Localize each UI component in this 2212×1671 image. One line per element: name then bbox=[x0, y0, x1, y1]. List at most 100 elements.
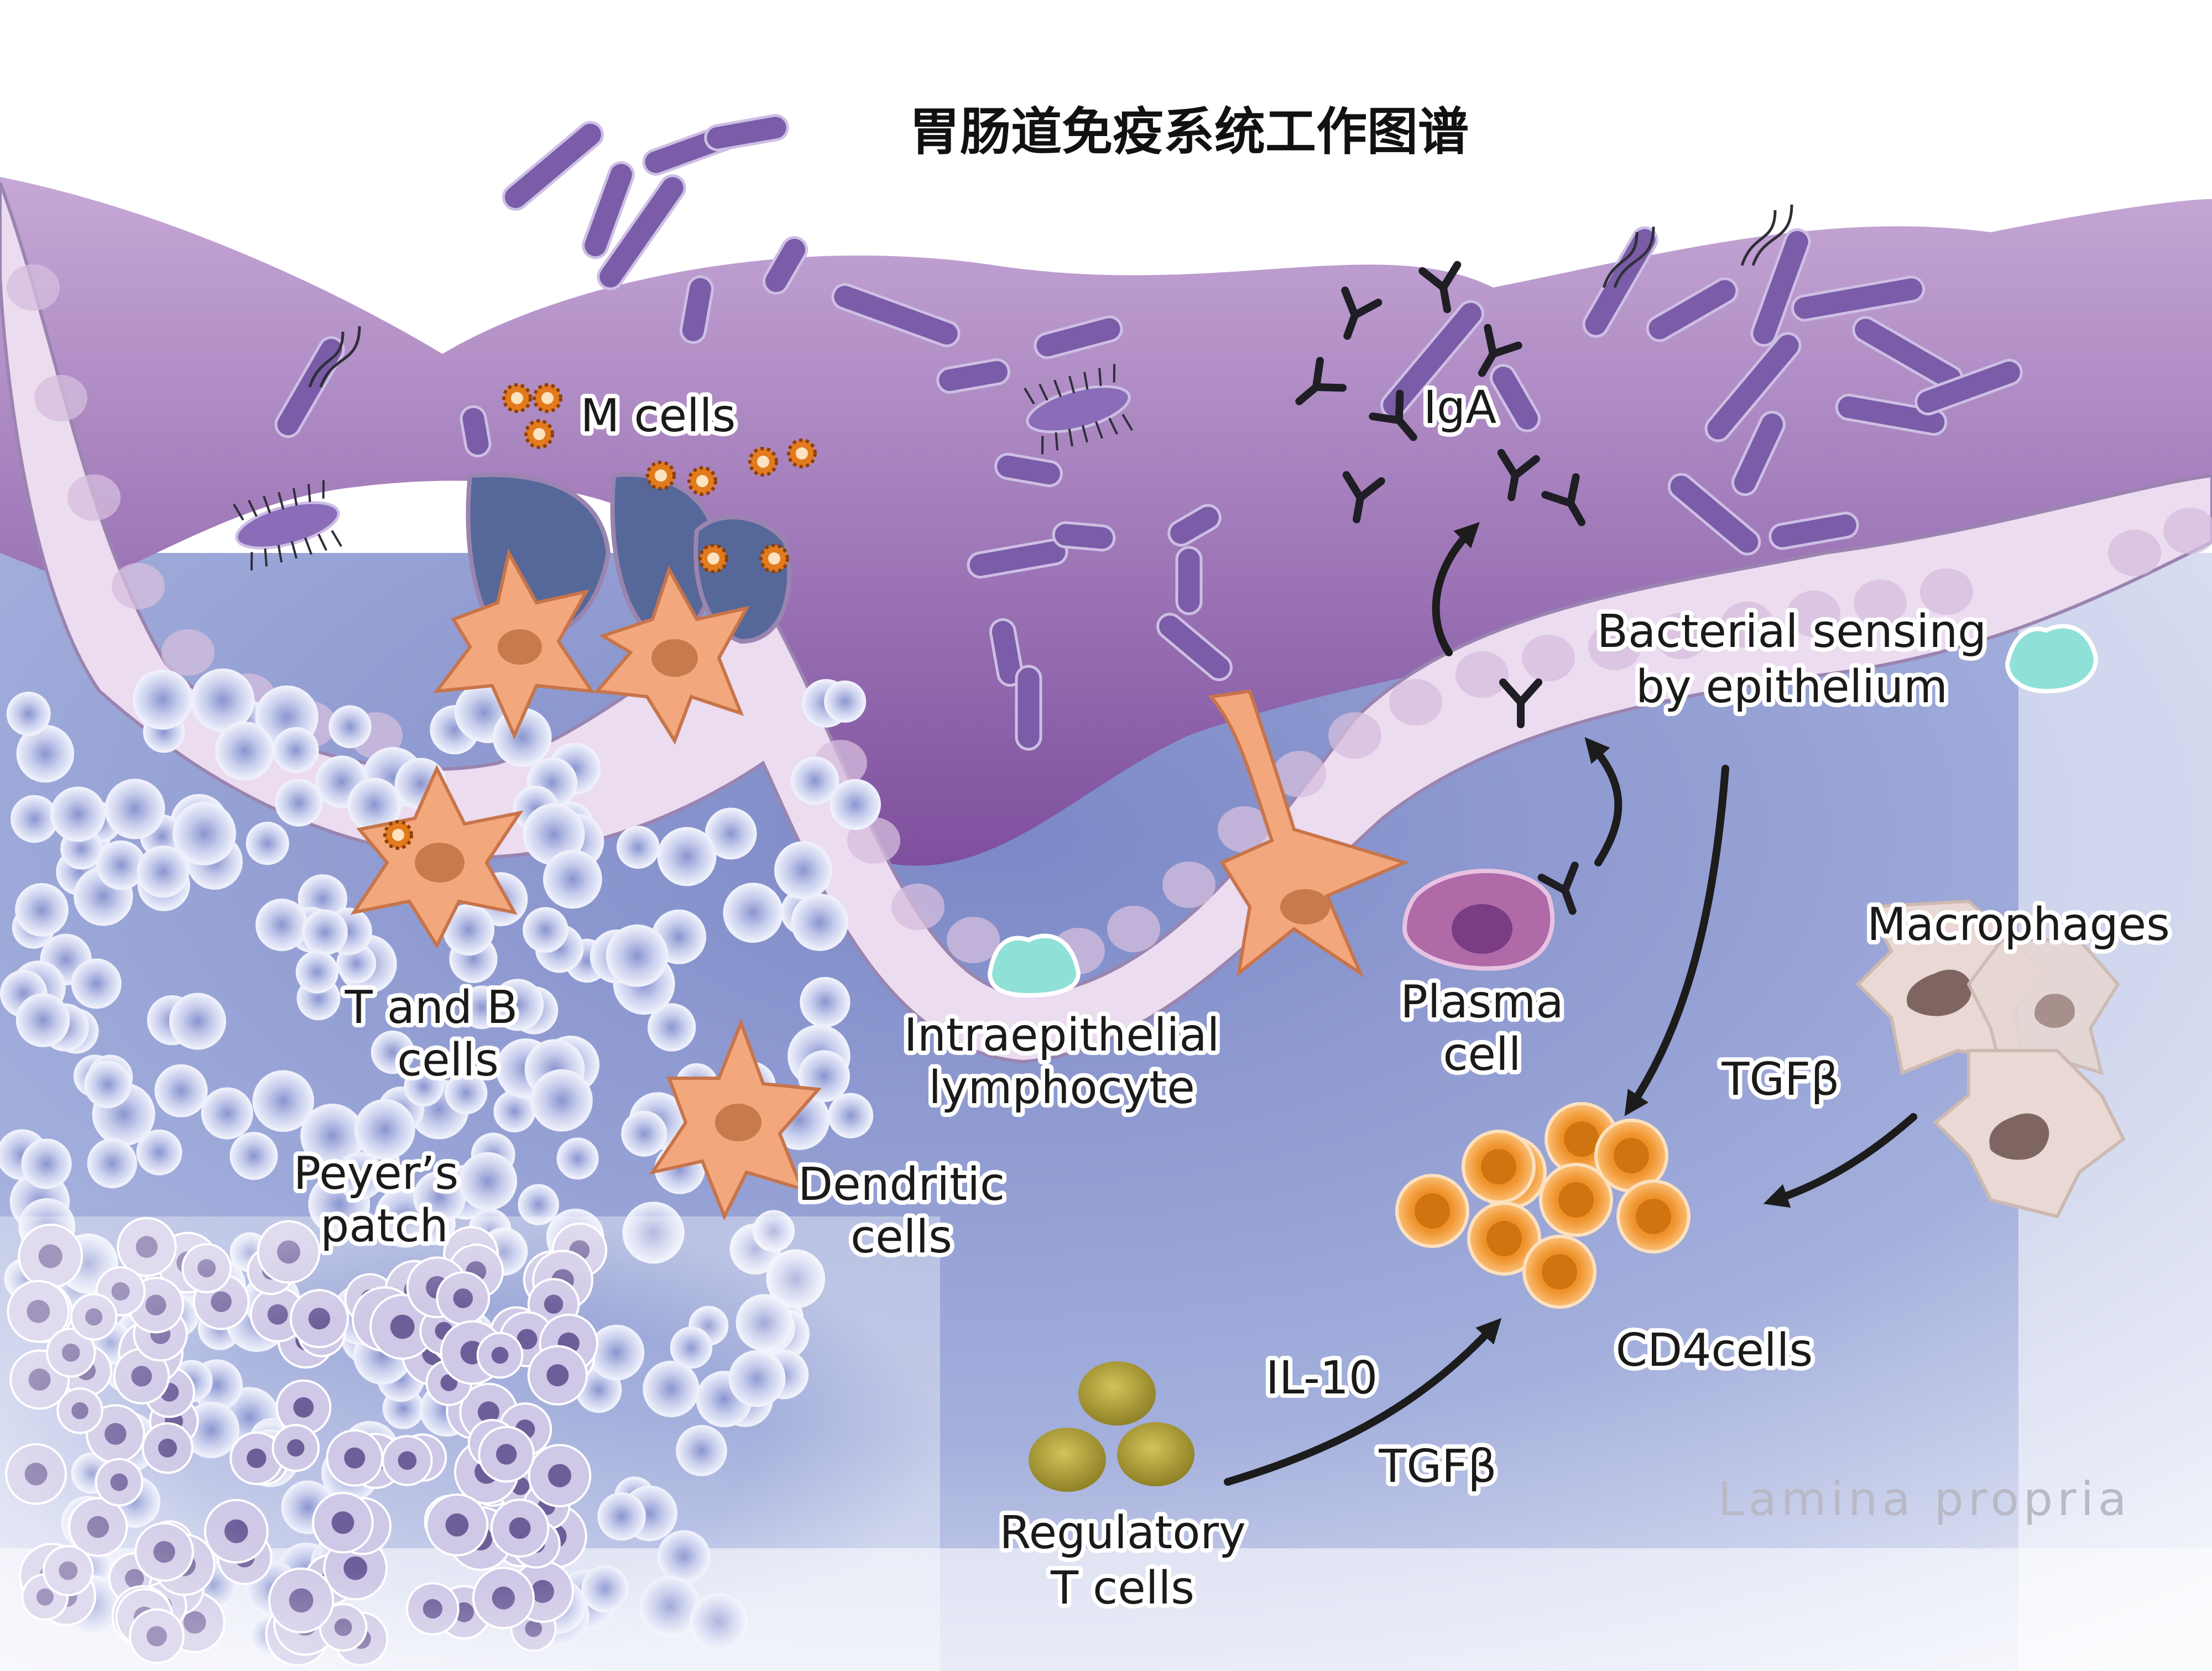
epithelial-nucleus bbox=[1107, 906, 1160, 952]
epithelial-nucleus bbox=[1273, 751, 1326, 797]
label-plasma-cell: Plasma bbox=[1400, 976, 1563, 1028]
iga-antibody-arms bbox=[1537, 861, 1579, 915]
label-tgfb-regulatory: TGFβ bbox=[1378, 1440, 1496, 1493]
lymphocyte bbox=[136, 1129, 182, 1176]
bacterium bbox=[1914, 358, 2023, 416]
spiky-bacterium-pili bbox=[1039, 383, 1048, 401]
spiky-bacterium-pili bbox=[293, 488, 298, 506]
lymphocyte bbox=[657, 827, 717, 886]
bacterium-body bbox=[1791, 275, 1926, 322]
bacterium bbox=[994, 452, 1063, 488]
lymphocyte bbox=[252, 1070, 315, 1132]
lymphocyte bbox=[523, 907, 568, 953]
epithelial-nucleus bbox=[112, 563, 165, 609]
arrow-sensing-to-cd4 bbox=[1624, 765, 1729, 1116]
spiky-bacterium-pili bbox=[1113, 364, 1116, 383]
bacterium-body bbox=[1175, 546, 1203, 615]
cd4-cell-nucleus bbox=[1481, 1149, 1516, 1184]
bacterium bbox=[597, 174, 686, 290]
label-peyers-patch: patch bbox=[320, 1200, 448, 1252]
lymphocyte bbox=[828, 1093, 874, 1139]
epithelial-nucleus bbox=[1854, 579, 1907, 626]
lymphocyte bbox=[295, 951, 339, 994]
spiky-bacterium bbox=[1024, 364, 1133, 455]
antigen-core bbox=[511, 392, 523, 404]
lymphocyte bbox=[21, 1139, 72, 1189]
bacterium bbox=[1704, 332, 1802, 442]
antigen-core bbox=[655, 469, 667, 482]
label-bacterial-sensing: by epithelium bbox=[1636, 661, 1948, 713]
label-lamina-propria: Lamina propria bbox=[1718, 1472, 2131, 1526]
bacterium-flagella bbox=[1602, 226, 1655, 288]
label-macrophages: Macrophages bbox=[1867, 899, 2170, 951]
lymphocyte bbox=[191, 668, 255, 732]
bacterium bbox=[1731, 410, 1786, 497]
label-dendritic-cells: cells bbox=[851, 1211, 952, 1263]
regulatory-t-cells bbox=[1029, 1361, 1194, 1492]
lymphocyte bbox=[328, 705, 372, 749]
epithelial-nucleus bbox=[1455, 651, 1509, 698]
bacterium-body bbox=[1768, 511, 1859, 550]
spiky-bacterium-pili bbox=[248, 499, 258, 517]
epithelial-nucleus bbox=[891, 884, 945, 930]
epithelial-nucleus bbox=[7, 264, 60, 311]
bacterium bbox=[989, 618, 1024, 687]
bacterium-body bbox=[763, 236, 808, 295]
bacterium-body bbox=[1034, 315, 1123, 359]
lymphocyte bbox=[791, 894, 848, 951]
epithelial-nucleus bbox=[1328, 712, 1381, 759]
spiky-bacterium-pili bbox=[1108, 417, 1118, 435]
bacterium bbox=[1015, 665, 1042, 751]
intraepithelial-lymphocyte-cell bbox=[987, 933, 1081, 998]
bacterium bbox=[1750, 228, 1811, 347]
lymphocyte bbox=[491, 979, 544, 1031]
epithelial-nucleus bbox=[1522, 635, 1575, 681]
bacterium-body bbox=[1015, 665, 1042, 751]
label-regulatory-t-cells: Regulatory bbox=[999, 1507, 1245, 1559]
label-t-and-b-cells: cells bbox=[397, 1034, 499, 1087]
bacterium-flagella bbox=[1740, 204, 1793, 266]
bacterium-body bbox=[989, 618, 1024, 687]
lymphocyte bbox=[173, 802, 236, 865]
bacterium bbox=[936, 358, 1010, 394]
lymphocyte bbox=[246, 822, 289, 865]
iga-antibody-arms bbox=[1369, 389, 1417, 441]
spiky-bacterium-pili bbox=[1121, 414, 1133, 431]
label-t-and-b-cells: T and B bbox=[345, 981, 518, 1034]
epithelial-nucleus bbox=[67, 474, 121, 521]
lymphocyte bbox=[154, 1064, 208, 1118]
spiky-bacterium-pili bbox=[1098, 368, 1102, 387]
antigen-core bbox=[707, 552, 719, 565]
spiky-bacterium-pili bbox=[277, 545, 283, 563]
spiky-bacterium-pili bbox=[322, 480, 325, 499]
iga-antibody bbox=[1342, 471, 1385, 524]
bacterium bbox=[763, 236, 808, 295]
iga-antibody-arms bbox=[1295, 357, 1347, 405]
spiky-bacterium-pili bbox=[1068, 429, 1073, 447]
antigen-core bbox=[541, 392, 554, 404]
lymphocyte bbox=[105, 779, 165, 839]
cd4-cells-cluster bbox=[1395, 1102, 1691, 1309]
intraepithelial-lymphocyte-cell bbox=[2005, 624, 2099, 694]
lymphocyte bbox=[723, 883, 784, 943]
spiky-bacterium-pili bbox=[1024, 387, 1035, 405]
iga-antibody bbox=[1478, 323, 1522, 377]
epithelial-nucleus bbox=[947, 917, 1000, 963]
spiky-bacterium-pili bbox=[1055, 432, 1058, 451]
lymphocyte bbox=[96, 840, 146, 890]
bacterium-body bbox=[1731, 410, 1786, 497]
spiky-bacterium-pili bbox=[304, 537, 312, 555]
bacterium-body bbox=[704, 114, 789, 152]
label-iga: IgA bbox=[1423, 382, 1496, 434]
epithelial-nucleus bbox=[1920, 568, 1973, 615]
bacterium bbox=[1646, 277, 1739, 342]
bacterium-body bbox=[1667, 473, 1761, 556]
lymphocyte bbox=[87, 1138, 138, 1189]
spiky-bacterium-pili bbox=[1041, 436, 1044, 455]
bacterium bbox=[502, 121, 604, 211]
bacterium-body bbox=[597, 174, 686, 290]
iga-antibody-arms bbox=[1497, 448, 1540, 502]
lymphocyte bbox=[617, 826, 660, 869]
spiky-bacterium-pili bbox=[278, 492, 285, 510]
spiky-bacterium-pili bbox=[264, 548, 268, 567]
